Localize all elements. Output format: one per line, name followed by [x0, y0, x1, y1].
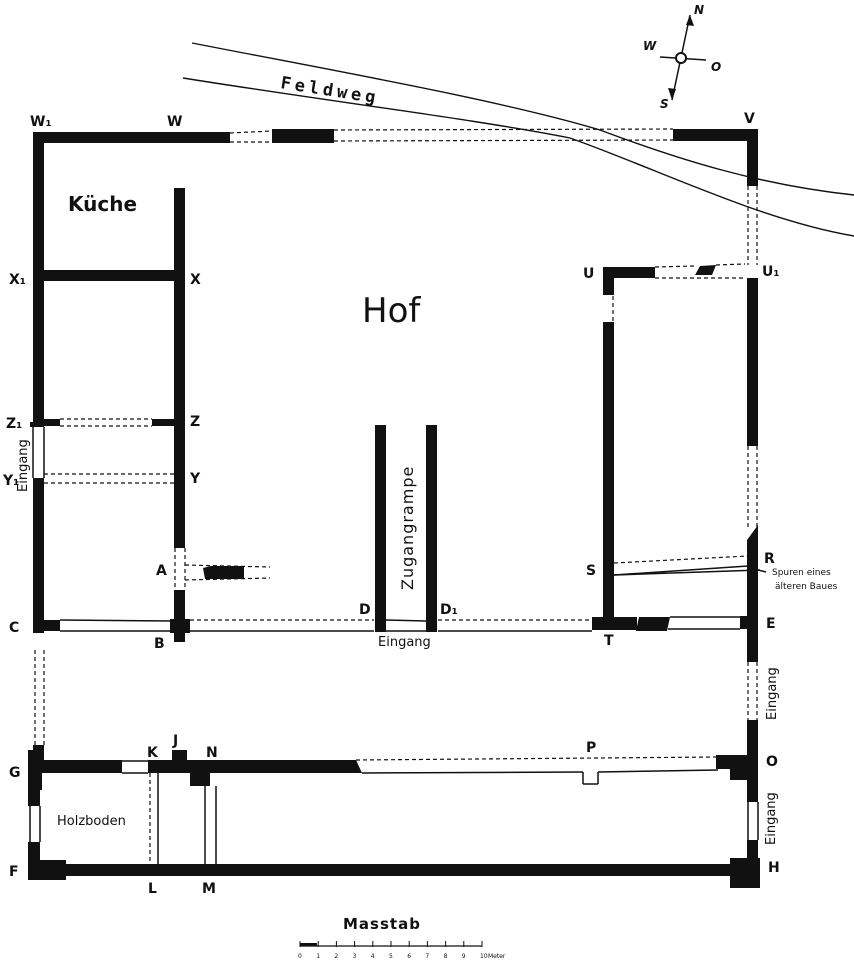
point-k: K [147, 745, 159, 761]
point-e: E [766, 616, 776, 632]
scale-tick-label: 3 [353, 953, 357, 960]
point-c: C [9, 620, 19, 636]
point-y1: Y₁ [2, 473, 19, 489]
compass-rose: N S W O [643, 3, 721, 111]
scale-tick-label: 8 [444, 953, 448, 960]
point-d1: D₁ [440, 602, 458, 618]
point-x: X [190, 272, 201, 288]
point-o: O [766, 754, 778, 770]
point-t: T [604, 633, 614, 649]
point-u1: U₁ [762, 264, 780, 280]
compass-w: W [643, 39, 657, 53]
scale-tick-label: 9 [462, 953, 466, 960]
scale-unit: Meter [488, 953, 506, 960]
feldweg-label: Feldweg [279, 73, 381, 108]
point-z1: Z₁ [6, 416, 22, 432]
compass-n: N [694, 3, 704, 17]
point-m: M [202, 881, 216, 897]
scale-tick-label: 10 [480, 953, 488, 960]
spuren-line2: älteren Baues [775, 582, 838, 592]
point-j: J [172, 733, 178, 749]
point-y: Y [189, 471, 201, 487]
point-z: Z [190, 414, 200, 430]
point-r: R [764, 551, 775, 567]
scale-tick-label: 4 [371, 953, 375, 960]
hof-label: Hof [362, 291, 421, 331]
point-p: P [586, 740, 596, 756]
compass-s: S [660, 97, 669, 111]
scale-tick-label: 6 [407, 953, 411, 960]
scale-tick-label: 0 [298, 953, 302, 960]
lower-building [28, 773, 217, 867]
point-g: G [9, 765, 21, 781]
point-v: V [744, 111, 755, 127]
scale-bar: Masstab 0 1 2 3 4 5 6 7 8 9 10 Meter [298, 915, 506, 960]
point-w: W [167, 114, 182, 130]
point-f: F [9, 864, 19, 880]
point-d: D [359, 602, 371, 618]
point-x1: X₁ [9, 272, 26, 288]
eingang-center-label: Eingang [378, 635, 431, 650]
scale-tick-label: 5 [389, 953, 393, 960]
scale-title: Masstab [343, 915, 421, 933]
point-l: L [148, 881, 157, 897]
point-u: U [583, 266, 594, 282]
left-wing [40, 188, 271, 642]
right-wing [603, 263, 767, 620]
zugangrampe [375, 425, 437, 632]
compass-o: O [711, 60, 721, 74]
scale-tick-label: 2 [334, 953, 338, 960]
point-h: H [768, 860, 780, 876]
point-n: N [206, 745, 218, 761]
line-g-o [28, 750, 758, 790]
point-b: B [154, 636, 165, 652]
scale-tick-label: 7 [425, 953, 429, 960]
kueche-label: Küche [68, 192, 137, 216]
point-a: A [156, 563, 167, 579]
outer-walls [28, 128, 760, 888]
scale-tick-label: 1 [316, 953, 320, 960]
eingang-right-upper-label: Eingang [765, 667, 780, 720]
spuren-line1: Spuren eines [772, 568, 831, 578]
point-s: S [586, 563, 596, 579]
eingang-left-label: Eingang [16, 439, 31, 492]
zugangrampe-label: Zugangrampe [398, 466, 417, 590]
line-c-e [33, 616, 752, 633]
point-w1: W₁ [30, 114, 52, 130]
eingang-right-lower-label: Eingang [764, 792, 779, 845]
holzboden-label: Holzboden [57, 814, 126, 829]
